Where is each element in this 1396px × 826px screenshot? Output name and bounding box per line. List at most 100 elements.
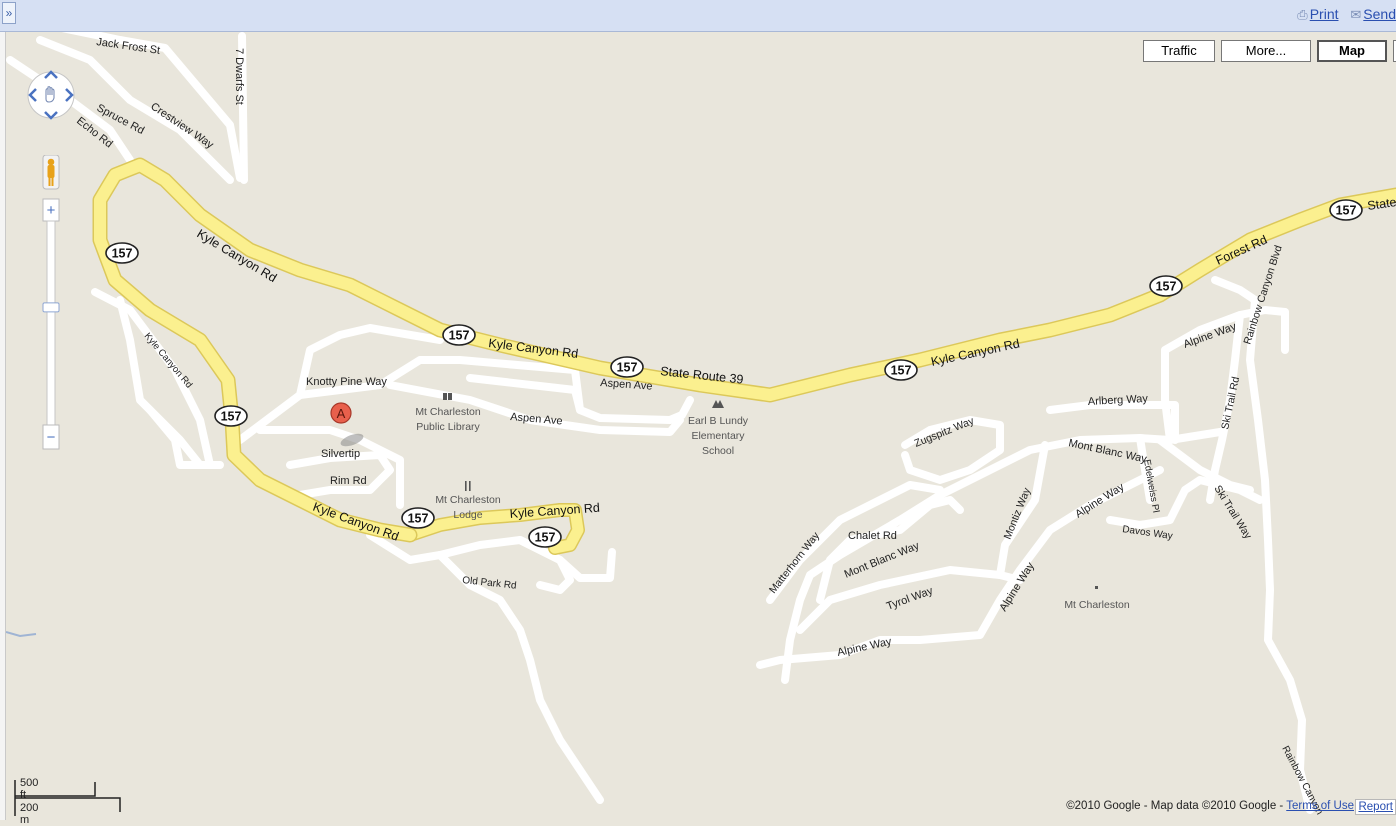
svg-text:157: 157: [408, 512, 429, 526]
route-shield: 157: [1149, 275, 1183, 297]
zoom-track: [46, 220, 56, 426]
send-link[interactable]: Send: [1363, 6, 1396, 22]
road-aspen-low: [386, 381, 684, 436]
svg-text:157: 157: [449, 329, 470, 343]
label-aspen-ave: Aspen Ave: [510, 411, 563, 428]
envelope-icon: ✉: [1350, 7, 1362, 22]
label-aspen-ave: Aspen Ave: [600, 377, 653, 393]
poi-library: Public Library: [416, 421, 480, 433]
report-link[interactable]: Report: [1355, 799, 1396, 815]
route-shield: 157: [528, 526, 562, 548]
road-rim: [286, 451, 394, 499]
route-shield: 157: [442, 324, 476, 346]
road-montiz: [996, 441, 1049, 579]
print-link[interactable]: Print: [1309, 6, 1339, 22]
label-rim-rd: Rim Rd: [330, 475, 367, 487]
place-dot: [1095, 586, 1098, 589]
left-panel-edge: [0, 32, 6, 820]
more-button[interactable]: More...: [1221, 40, 1311, 62]
label-7-dwarfs-st: 7 Dwarfs St: [233, 48, 245, 105]
label-chalet-rd: Chalet Rd: [848, 530, 897, 542]
terms-link[interactable]: Terms of Use: [1286, 800, 1354, 812]
road-kyle-small-3: [146, 406, 224, 469]
road-jack-frost: [61, 32, 244, 182]
road-arlberg: [1046, 401, 1179, 444]
zoom-slider-thumb: [42, 302, 60, 313]
copyright-text: ©2010 Google - Map data ©2010 Google -: [1066, 800, 1284, 812]
poi-library: Mt Charleston: [415, 406, 481, 418]
poi-school: School: [702, 445, 734, 457]
road-alpine-low: [756, 466, 1164, 669]
svg-text:157: 157: [617, 361, 638, 375]
label-silvertip: Silvertip: [321, 448, 360, 460]
marker-a[interactable]: A: [330, 402, 365, 449]
map-type-next-button[interactable]: [1393, 40, 1396, 62]
minor-roads: [6, 32, 1314, 814]
library-icon: [443, 393, 452, 400]
map-canvas[interactable]: 157 157 157 157 157 157 157 157 157 Kyle…: [6, 32, 1396, 820]
pan-control[interactable]: [26, 65, 76, 125]
scale-imperial: 500 ft: [20, 777, 39, 801]
road-dwarfs: [238, 32, 248, 184]
road-lodge-loop: [516, 536, 574, 594]
svg-text:157: 157: [891, 364, 912, 378]
expand-panel-button[interactable]: »: [2, 2, 16, 24]
poi-lodge: Mt Charleston: [435, 494, 501, 506]
poi-school: Elementary: [691, 430, 745, 442]
poi-lodge: Lodge: [453, 509, 482, 521]
scale-metric: 200 m: [20, 802, 39, 826]
poi-mt-charleston: Mt Charleston: [1064, 599, 1130, 611]
pan-down-icon: [44, 111, 58, 120]
road-rainbow-top: [1211, 276, 1259, 304]
zoom-control[interactable]: + −: [42, 155, 60, 455]
route-shields: 157 157 157 157 157 157 157 157 157: [105, 199, 1363, 548]
points-of-interest: Mt Charleston Public Library Earl B Lund…: [415, 393, 1130, 611]
svg-text:157: 157: [221, 410, 242, 424]
label-knotty-pine-way: Knotty Pine Way: [306, 376, 387, 388]
label-state: State: [1366, 195, 1396, 213]
route-shield: 157: [214, 405, 248, 427]
map-type-controls: Traffic More... Map: [1143, 40, 1396, 62]
road-silvertip: [256, 426, 404, 509]
svg-text:A: A: [337, 406, 346, 421]
road-zugspitz: [901, 416, 1004, 484]
road-chalet: [816, 496, 964, 604]
label-kyle-canyon-rd: Kyle Canyon Rd: [509, 501, 600, 521]
road-matterhorn: [766, 481, 944, 604]
svg-text:157: 157: [1156, 280, 1177, 294]
zoom-out-button: [42, 424, 60, 450]
route-shield: 157: [610, 356, 644, 378]
hand-icon: [45, 86, 55, 103]
road-crestview: [36, 36, 234, 184]
school-icon: [712, 400, 724, 408]
water-stream: [6, 631, 37, 638]
pan-up-icon: [44, 70, 58, 79]
restaurant-icon: [465, 481, 471, 491]
pegman-icon: [47, 158, 55, 166]
copyright-notice: ©2010 Google - Map data ©2010 Google - T…: [1066, 800, 1354, 812]
road-aspen-link: [571, 366, 584, 414]
route-shield: 157: [105, 242, 139, 264]
svg-text:157: 157: [112, 247, 133, 261]
svg-text:157: 157: [1336, 204, 1357, 218]
label-arlberg-way: Arlberg Way: [1088, 393, 1149, 408]
route-shield: 157: [884, 359, 918, 381]
top-toolbar: » ⎙Print ✉Send: [0, 0, 1396, 32]
road-kyle-small-2: [116, 296, 204, 469]
pan-right-icon: [65, 88, 74, 102]
traffic-button[interactable]: Traffic: [1143, 40, 1215, 62]
poi-school: Earl B Lundy: [688, 415, 749, 427]
svg-text:+: +: [47, 202, 56, 219]
road-edelweiss: [1136, 434, 1154, 504]
route-shield: 157: [1329, 199, 1363, 221]
svg-text:−: −: [47, 429, 56, 446]
road-knotty-loop: [236, 324, 444, 444]
road-ski-trail-rd: [1206, 311, 1244, 504]
printer-icon: ⎙: [1297, 7, 1308, 22]
pan-left-icon: [28, 88, 37, 102]
toolbar-links: ⎙Print ✉Send: [1289, 6, 1396, 23]
road-rainbow: [1246, 296, 1314, 814]
map-type-map-button[interactable]: Map: [1317, 40, 1387, 62]
road-knotty-pine: [296, 356, 579, 399]
road-alpine-high: [1161, 306, 1289, 444]
